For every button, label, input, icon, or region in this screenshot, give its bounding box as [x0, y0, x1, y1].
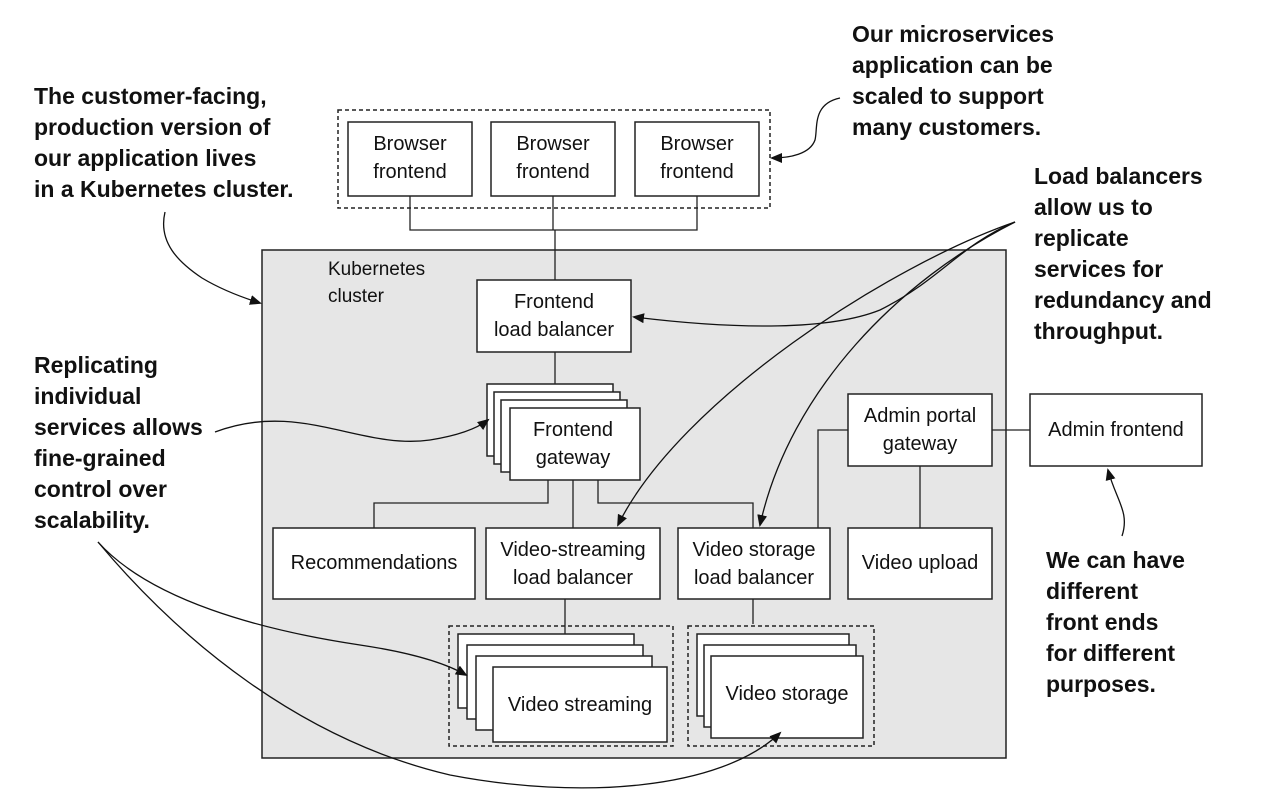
arrow-lb-video-storage [757, 221, 1016, 527]
video-streaming: Video streaming [457, 633, 668, 743]
note-load-balancers: Load balancers allow us to replicate ser… [1034, 163, 1218, 344]
arrow-admin-frontend [1105, 468, 1126, 537]
browser-frontend-group [337, 109, 771, 209]
cluster-label: Kubernetes cluster [328, 259, 430, 307]
svg-text:Admin frontend: Admin frontend [1048, 419, 1184, 441]
arrow-microservices [770, 97, 841, 163]
video-storage: Video storage [696, 633, 864, 739]
note-customer-facing: The customer-facing, production version … [34, 83, 293, 202]
video-storage-replica-group [687, 625, 875, 747]
annotation-arrows [97, 97, 1126, 789]
note-replicating: Replicating individual services allows f… [34, 352, 209, 533]
note-different-front-ends: We can have different front ends for dif… [1046, 547, 1191, 697]
arrow-replicating-video-streaming [97, 541, 468, 676]
note-microservices-scaled: Our microservices application can be sca… [852, 21, 1060, 140]
svg-text:Recommendations: Recommendations [291, 552, 458, 574]
video-streaming-replica-group [448, 625, 674, 747]
video-upload: Video upload [847, 527, 993, 600]
svg-text:Video storage: Video storage [725, 683, 848, 705]
recommendations: Recommendations [272, 527, 476, 600]
arrow-replicating-video-storage [97, 541, 782, 789]
arrow-replicating-gateway [214, 418, 490, 442]
admin-frontend: Admin frontend [1029, 393, 1203, 467]
arrow-customer-facing [163, 211, 262, 305]
arrow-lb-video-streaming [617, 221, 1016, 527]
svg-text:Video upload: Video upload [862, 552, 978, 574]
connector-lines [373, 196, 1030, 634]
svg-text:Video streaming: Video streaming [508, 694, 652, 716]
